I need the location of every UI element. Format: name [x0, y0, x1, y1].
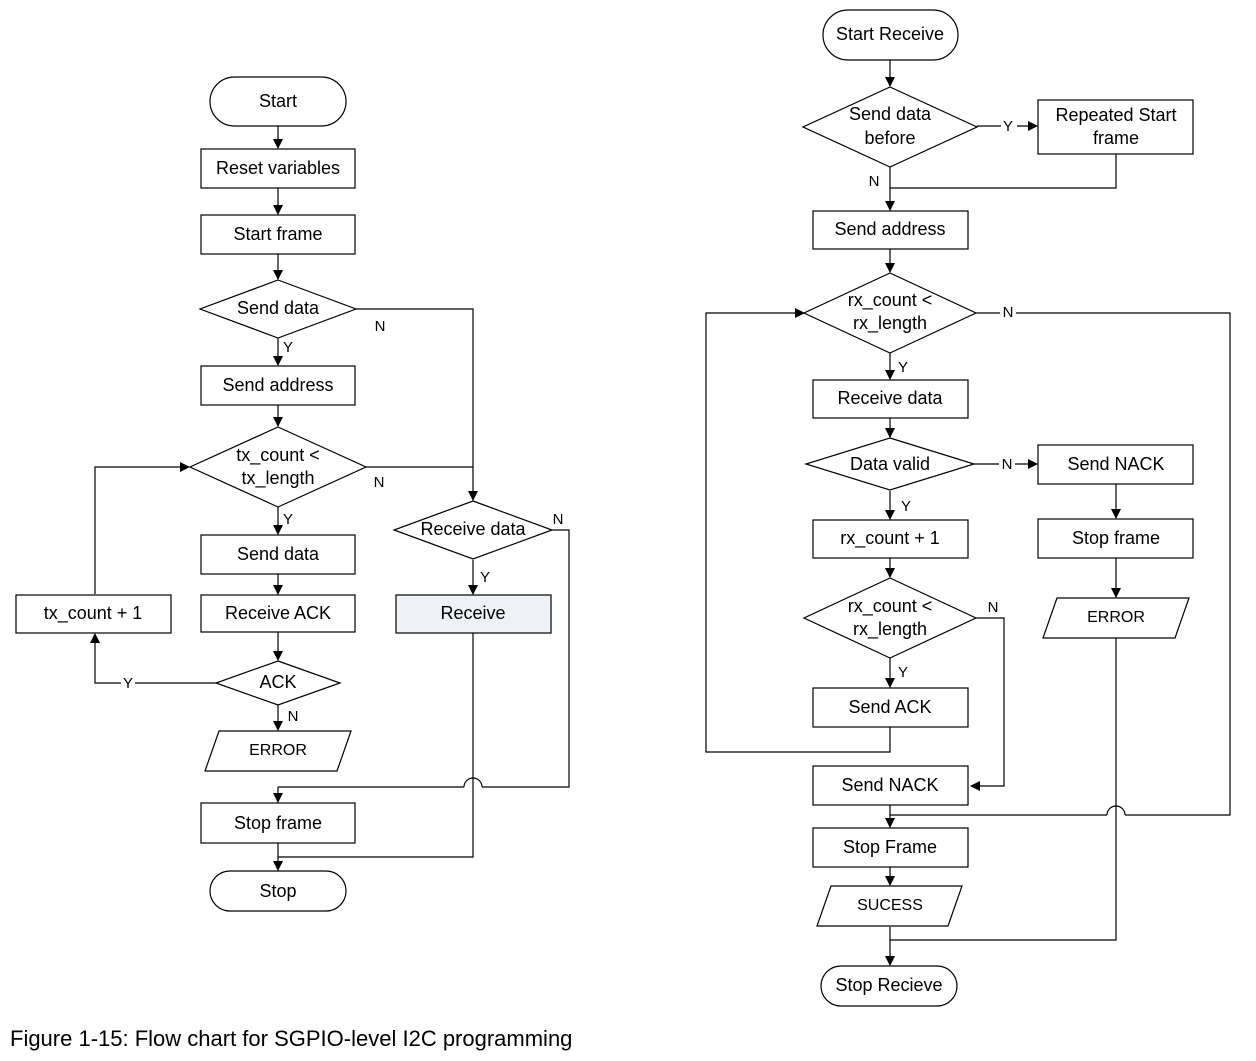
repeated-start-line2: frame: [1093, 128, 1139, 148]
receive-label: Receive: [440, 603, 505, 623]
transmit-flowchart: N Y N Y N Y Y N Start Reset variables St…: [15, 76, 570, 912]
rx-count-decision-2: rx_count < rx_length: [802, 577, 978, 659]
data-valid-label: Data valid: [850, 454, 930, 474]
send-nack-box-1: Send NACK: [1037, 444, 1194, 485]
receive-data-label: Receive data: [837, 388, 943, 408]
error-label: ERROR: [249, 742, 307, 759]
label-y-send-data-before: Y: [1003, 118, 1013, 135]
start-receive-node: Start Receive: [822, 9, 959, 61]
stop-label: Stop: [259, 881, 296, 901]
stop-receive-label: Stop Recieve: [835, 975, 942, 995]
stop-frame-box: Stop frame: [200, 802, 356, 844]
send-nack-2-label: Send NACK: [841, 775, 938, 795]
start-node: Start: [209, 76, 347, 127]
send-data-before-line1: Send data: [849, 104, 932, 124]
start-frame-label: Start frame: [233, 224, 322, 244]
rx-send-address-box: Send address: [812, 210, 969, 250]
label-n-receive-data: N: [553, 511, 564, 528]
send-ack-label: Send ACK: [848, 697, 931, 717]
rx-stop-frame-box-2: Stop Frame: [812, 827, 969, 868]
repeated-start-frame-box: Repeated Start frame: [1037, 99, 1194, 155]
label-n-send-data: N: [375, 318, 386, 335]
rx-count-1-line1: rx_count <: [848, 290, 933, 311]
stop-frame-label: Stop frame: [234, 813, 322, 833]
label-y-ack: Y: [123, 675, 133, 692]
sucess-label: SUCESS: [857, 897, 923, 914]
label-y-rx-count-1: Y: [898, 359, 908, 376]
label-y-data-valid: Y: [901, 498, 911, 515]
tx-count-decision: tx_count < tx_length: [188, 426, 368, 508]
label-y-send-data: Y: [283, 339, 293, 356]
receive-flowchart: Y N N Y N Y N Y Start Receive Send data …: [705, 9, 1231, 1007]
transmit-connectors: [90, 126, 570, 871]
label-y-receive-data: Y: [480, 569, 490, 586]
tx-count-decision-line2: tx_length: [241, 468, 314, 489]
figure-caption: Figure 1-15: Flow chart for SGPIO-level …: [10, 1026, 573, 1051]
repeated-start-line1: Repeated Start: [1055, 105, 1176, 125]
label-n-ack: N: [288, 708, 299, 725]
flowchart-diagram: N Y N Y N Y Y N Start Reset variables St…: [15, 9, 1231, 1007]
receive-ack-label: Receive ACK: [225, 603, 331, 623]
send-data-label: Send data: [237, 544, 320, 564]
start-frame-box: Start frame: [200, 214, 356, 255]
stop-receive-node: Stop Recieve: [820, 965, 958, 1007]
transmit-branch-labels: N Y N Y N Y Y N: [121, 318, 563, 725]
ack-decision-label: ACK: [259, 672, 296, 692]
label-y-tx-count: Y: [283, 511, 293, 528]
rx-send-address-label: Send address: [834, 219, 945, 239]
reset-variables-label: Reset variables: [216, 158, 340, 178]
start-receive-label: Start Receive: [836, 24, 944, 44]
label-n-send-data-before: N: [869, 173, 880, 190]
rx-count-increment-box: rx_count + 1: [812, 519, 969, 559]
send-data-decision-label: Send data: [237, 298, 320, 318]
rx-count-decision-1: rx_count < rx_length: [802, 272, 978, 354]
data-valid-decision: Data valid: [803, 437, 977, 491]
start-label: Start: [259, 91, 297, 111]
label-y-rx-count-2: Y: [898, 664, 908, 681]
label-n-tx-count: N: [374, 474, 385, 491]
send-data-before-decision: Send data before: [801, 86, 979, 168]
tx-count-increment-box: tx_count + 1: [15, 594, 172, 634]
send-address-box: Send address: [200, 365, 356, 406]
rx-stop-frame-box: Stop frame: [1037, 518, 1194, 559]
send-nack-box-2: Send NACK: [812, 765, 969, 806]
reset-variables-box: Reset variables: [200, 148, 356, 189]
send-nack-1-label: Send NACK: [1067, 454, 1164, 474]
receive-box: Receive: [395, 594, 552, 634]
send-ack-box: Send ACK: [812, 687, 969, 728]
label-n-rx-count-2: N: [988, 599, 999, 616]
send-data-before-line2: before: [864, 128, 915, 148]
stop-node: Stop: [209, 870, 347, 912]
rx-error-box: ERROR: [1042, 597, 1190, 639]
error-box: ERROR: [204, 730, 352, 772]
rx-count-1-line2: rx_length: [853, 313, 927, 334]
ack-decision: ACK: [214, 660, 342, 706]
sucess-box: SUCESS: [816, 885, 963, 927]
rx-error-label: ERROR: [1087, 609, 1145, 626]
send-data-box: Send data: [200, 534, 356, 575]
label-n-data-valid: N: [1002, 456, 1013, 473]
send-address-label: Send address: [222, 375, 333, 395]
receive-branch-labels: Y N N Y N Y N Y: [869, 117, 1017, 681]
send-data-decision: Send data: [198, 279, 358, 339]
tx-count-decision-line1: tx_count <: [236, 445, 320, 466]
receive-data-box: Receive data: [812, 379, 969, 419]
tx-count-increment-label: tx_count + 1: [44, 603, 143, 624]
receive-data-decision: Receive data: [392, 500, 554, 560]
receive-connectors: [705, 60, 1231, 966]
rx-stop-frame-label: Stop frame: [1072, 528, 1160, 548]
rx-count-increment-label: rx_count + 1: [840, 528, 940, 549]
rx-stop-frame-2-label: Stop Frame: [843, 837, 937, 857]
rx-count-2-line2: rx_length: [853, 619, 927, 640]
rx-count-2-line1: rx_count <: [848, 596, 933, 617]
receive-data-decision-label: Receive data: [420, 519, 526, 539]
receive-ack-box: Receive ACK: [200, 594, 356, 633]
label-n-rx-count-1: N: [1003, 304, 1014, 321]
